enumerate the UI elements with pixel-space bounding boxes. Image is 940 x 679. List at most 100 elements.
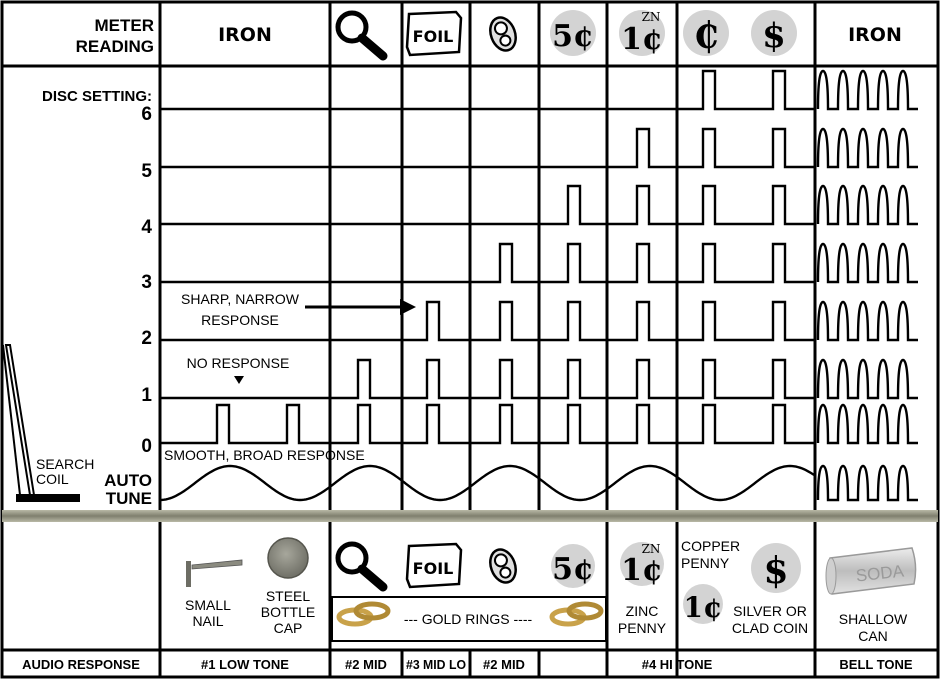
iron-bell-waveform	[818, 71, 918, 109]
waveform-segment	[607, 186, 677, 224]
shallow-can-label: SHALLOW	[839, 611, 908, 627]
steel-cap-label: STEEL	[266, 588, 311, 604]
disc-level-1: 1	[141, 385, 152, 406]
waveform-segment	[539, 302, 607, 340]
nickel-label: 5¢	[552, 19, 594, 54]
small-nail-label: SMALL	[185, 597, 231, 613]
meter-reading-label-2: READING	[76, 37, 154, 56]
waveform-segment	[402, 405, 470, 443]
zinc-penny-label: 1¢	[621, 22, 663, 57]
foil-icon: FOIL	[407, 12, 461, 55]
nickel-target-label: 5¢	[552, 552, 594, 587]
waveform-segment	[677, 302, 815, 340]
waveform-segment	[539, 244, 607, 282]
waveform-segment	[607, 244, 677, 282]
cent-label: ₵	[693, 15, 718, 57]
sharp-response-annotation-2: RESPONSE	[201, 312, 279, 328]
pull-tab-target-icon	[486, 546, 520, 586]
hi-tone-label: #4 HI TONE	[642, 657, 713, 672]
bell-tone-label: BELL TONE	[839, 657, 913, 672]
waveform-segment	[677, 244, 815, 282]
audio-response-label: AUDIO RESPONSE	[22, 657, 140, 672]
silver-coin-label: SILVER OR	[733, 603, 807, 619]
waveform-segment	[470, 360, 539, 398]
waveform-segment	[677, 71, 815, 109]
waveform-segment	[607, 302, 677, 340]
nickel-coin-icon: 5¢	[550, 10, 596, 56]
silver-coin-target-icon: $	[751, 543, 801, 593]
zinc-penny-label: ZINC	[626, 603, 659, 619]
zinc-target-label: ZN	[642, 542, 661, 556]
waveform-segment	[470, 405, 539, 443]
waveform-segment	[677, 186, 815, 224]
silver-coin-target-label: $	[763, 550, 788, 592]
iron-bell-waveform	[818, 360, 918, 398]
magnifier-icon	[338, 13, 383, 56]
ground-band	[2, 510, 938, 522]
gold-ring-icon-right	[552, 604, 601, 624]
waveform-segment	[470, 302, 539, 340]
disc-level-6: 6	[141, 104, 152, 125]
smooth-response-annotation: SMOOTH, BROAD RESPONSE	[164, 447, 365, 463]
footer-labels: AUDIO RESPONSE #1 LOW TONE #2 MID #3 MID…	[22, 657, 913, 672]
auto-tune-label: AUTO	[104, 471, 152, 490]
waveform-segment	[677, 405, 815, 443]
disc-level-0: 0	[141, 436, 152, 457]
no-response-annotation: NO RESPONSE	[187, 355, 290, 371]
bottle-cap-icon	[268, 538, 308, 578]
meter-reading-label: METER	[95, 16, 155, 35]
column-iron-left: IRON	[218, 24, 272, 46]
smooth-sine-waveform	[160, 466, 814, 500]
shallow-can-label-2: CAN	[858, 628, 888, 644]
iron-bell-waveform	[818, 466, 918, 500]
mid-lo-tone-label: #3 MID LO	[406, 657, 466, 672]
arrow-right-icon	[305, 299, 416, 315]
iron-bell-waveform	[818, 129, 918, 167]
copper-penny-icon: ₵	[683, 10, 729, 57]
waveform-segment	[402, 360, 470, 398]
waveform-segment	[470, 244, 539, 282]
down-arrow-icon	[234, 376, 244, 384]
waveform-segment	[539, 405, 607, 443]
small-nail-label-2: NAIL	[192, 613, 223, 629]
zinc-penny-target-label: 1¢	[621, 553, 663, 588]
dollar-label: $	[762, 16, 786, 56]
soda-can-icon: SODA	[826, 548, 916, 594]
foil-target-label: FOIL	[413, 559, 454, 578]
copper-penny-target-icon: 1¢	[683, 584, 723, 624]
silver-coin-icon: $	[751, 10, 797, 56]
auto-tune-label-2: TUNE	[106, 489, 152, 508]
zinc-penny-target-icon: 1¢ ZN	[620, 542, 664, 588]
disc-level-2: 2	[141, 328, 152, 349]
foil-target-icon: FOIL	[407, 544, 461, 587]
foil-label: FOIL	[413, 27, 454, 46]
steel-cap-label-2: BOTTLE	[261, 604, 315, 620]
small-nail-icon	[186, 560, 242, 587]
gold-rings-label: --- GOLD RINGS ----	[404, 611, 533, 627]
gold-ring-icon	[339, 604, 388, 624]
waveform-segment	[539, 186, 607, 224]
copper-penny-label-2: PENNY	[681, 555, 730, 571]
iron-bell-waveform	[818, 244, 918, 282]
waveform-segment	[607, 405, 677, 443]
iron-bell-waveform	[818, 186, 918, 224]
zinc-label: ZN	[642, 10, 661, 24]
iron-bell-waveform	[818, 405, 918, 443]
waveform-segment	[330, 360, 402, 398]
mid-tone-label: #2 MID	[345, 657, 387, 672]
nickel-target-icon: 5¢	[551, 544, 595, 588]
pull-tab-icon	[486, 14, 520, 54]
search-coil-label: SEARCH	[36, 456, 94, 472]
steel-cap-label-3: CAP	[274, 620, 303, 636]
column-iron-right: IRON	[848, 24, 902, 46]
waveform-segment	[607, 360, 677, 398]
waveform-segment	[160, 405, 330, 443]
disc-level-3: 3	[141, 272, 152, 293]
magnifier-target-icon	[338, 544, 383, 587]
copper-penny-target-label: 1¢	[684, 591, 723, 624]
waveform-segment	[607, 129, 677, 167]
disc-level-4: 4	[141, 217, 152, 238]
